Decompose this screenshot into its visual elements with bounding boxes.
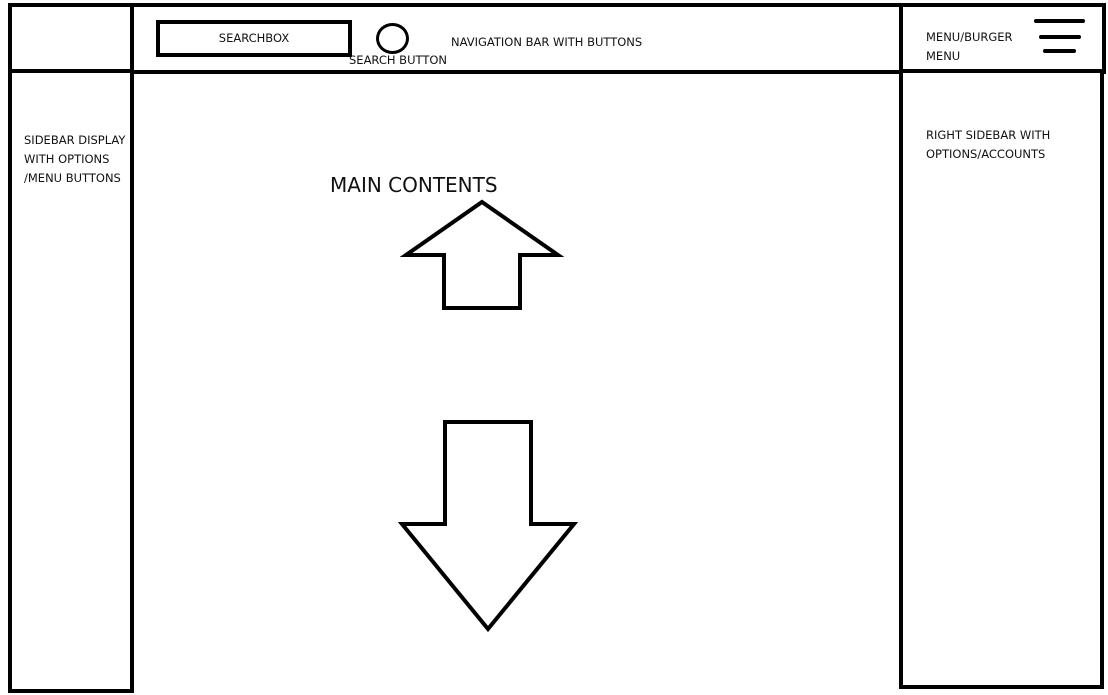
- left-sidebar: [8, 69, 134, 693]
- menu-label: MENU/BURGER MENU: [926, 30, 1013, 63]
- right-sidebar: [899, 69, 1104, 689]
- right-sidebar-label: RIGHT SIDEBAR WITH OPTIONS/ACCOUNTS: [926, 128, 1051, 161]
- navigation-bar-title: NAVIGATION BAR WITH BUTTONS: [451, 35, 643, 49]
- searchbox-label: SEARCHBOX: [218, 31, 290, 45]
- top-left-corner-box: [8, 3, 134, 74]
- burger-menu-icon[interactable]: [1032, 17, 1086, 57]
- arrow-up-icon[interactable]: [400, 196, 564, 314]
- main-contents-title: MAIN CONTENTS: [330, 173, 498, 197]
- search-button[interactable]: [376, 23, 409, 54]
- arrow-down-icon[interactable]: [396, 416, 582, 636]
- search-button-label: SEARCH BUTTON: [349, 53, 447, 67]
- left-sidebar-label: SIDEBAR DISPLAY WITH OPTIONS /MENU BUTTO…: [24, 133, 126, 185]
- search-input[interactable]: SEARCHBOX: [156, 20, 352, 57]
